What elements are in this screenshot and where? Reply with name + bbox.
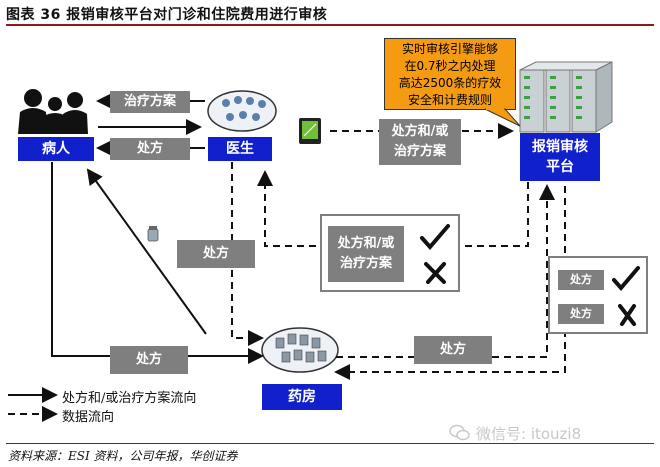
flow-label-rx-or-plan-top: 处方和/或 治疗方案 — [379, 119, 461, 165]
flow-label-rx-or-plan-top-line1: 处方和/或 — [391, 124, 449, 139]
checkmark-icon — [420, 224, 450, 251]
review-left-marks — [420, 224, 450, 284]
watermark-text: 微信号: itouzi8 — [476, 425, 582, 443]
source-note: 资料来源：ESI 资料，公司年报，华创证券 — [8, 449, 238, 463]
patient-box: 病人 — [18, 137, 94, 161]
doctor-box: 医生 — [208, 137, 272, 161]
review-panel-right: 处方 处方 — [548, 256, 648, 334]
review-right-approved-label: 处方 — [558, 270, 604, 290]
flow-label-rx-or-plan-top-line2: 治疗方案 — [393, 144, 446, 159]
review-panel-left: 处方和/或 治疗方案 — [320, 214, 460, 292]
title-rule — [6, 24, 654, 26]
checkmark-icon — [612, 266, 640, 292]
review-right-marks — [612, 266, 640, 326]
cross-icon — [424, 262, 446, 284]
dashed-platform-to-pharmacy — [334, 186, 566, 380]
flow-label-rx-bottom-left: 处方 — [110, 346, 188, 374]
server-rack-icon — [519, 61, 613, 133]
callout-line2: 在0.7秒之内处理 — [404, 59, 496, 73]
review-left-line2: 治疗方案 — [339, 256, 392, 271]
flow-label-rx-bottom-right: 处方 — [414, 336, 492, 364]
dashed-pharmacy-to-platform — [336, 184, 555, 358]
flow-label-rx-mid: 处方 — [177, 240, 255, 268]
patient-label: 病人 — [42, 141, 70, 157]
flow-label-treatment-plan: 治疗方案 — [110, 91, 190, 113]
legend-dashed-text: 数据流向 — [62, 410, 115, 425]
platform-box: 报销审核 平台 — [520, 133, 600, 181]
patient-icon — [18, 89, 88, 134]
review-right-rejected-label: 处方 — [558, 304, 604, 324]
dashed-doctor-to-pharmacy — [231, 162, 264, 346]
medicine-bottle-icon — [147, 226, 159, 242]
callout-line3: 高达2500条的疗效 — [398, 76, 502, 90]
figure-title: 图表 36 报销审核平台对门诊和住院费用进行审核 — [6, 7, 328, 23]
pharmacy-box: 药房 — [262, 384, 342, 410]
tablet-icon — [299, 118, 321, 144]
pharmacy-label: 药房 — [288, 389, 316, 405]
legend-solid-text: 处方和/或治疗方案流向 — [62, 391, 197, 406]
flow-label-prescription-to-patient: 处方 — [110, 138, 190, 160]
engine-callout: 实时审核引擎能够 在0.7秒之内处理 高达2500条的疗效 安全和计费规则 — [384, 38, 516, 110]
pharmacy-bottles-icon — [261, 327, 339, 373]
review-panel-left-label: 处方和/或 治疗方案 — [328, 226, 404, 282]
review-left-line1: 处方和/或 — [337, 236, 395, 251]
cross-icon — [618, 304, 636, 326]
callout-line4: 安全和计费规则 — [407, 93, 492, 107]
platform-label-line1: 报销审核 — [532, 139, 588, 155]
platform-label-line2: 平台 — [546, 159, 574, 175]
doctor-label: 医生 — [226, 141, 254, 157]
arrow-pharmacy-to-patient — [86, 168, 207, 335]
arrow-patient-to-pharmacy — [51, 162, 264, 364]
callout-line1: 实时审核引擎能够 — [401, 42, 498, 56]
source-rule — [6, 443, 654, 444]
wechat-icon — [449, 424, 470, 441]
doctor-group-icon — [207, 90, 277, 132]
